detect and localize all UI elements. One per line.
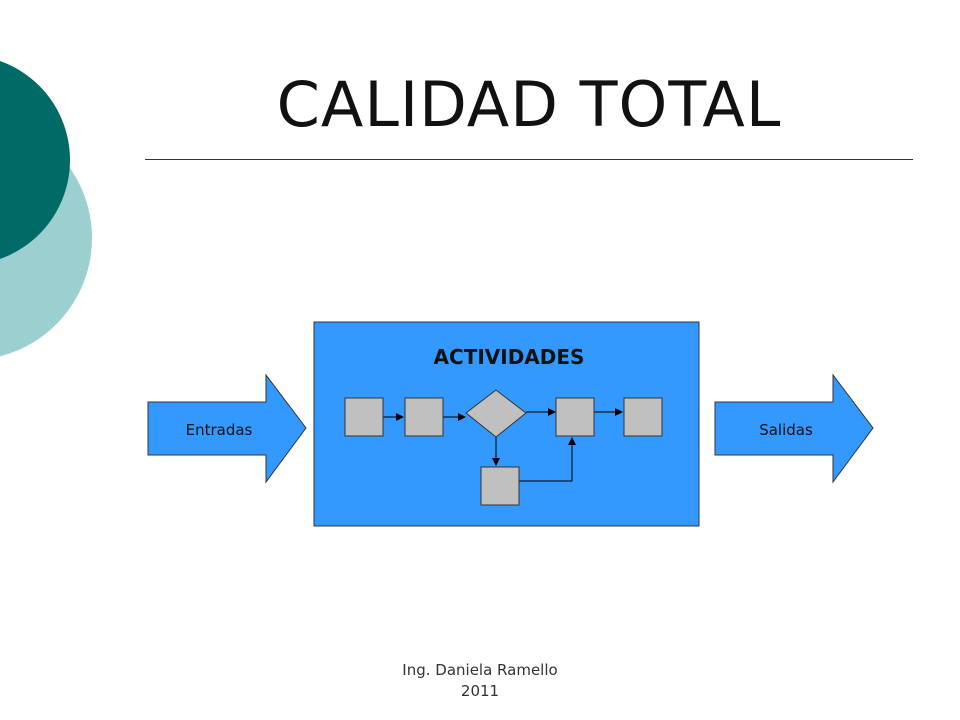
decision-diamond (465, 389, 527, 438)
footer: Ing. Daniela Ramello 2011 (330, 660, 630, 702)
slide-title: CALIDAD TOTAL (276, 68, 782, 141)
output-label: Salidas (759, 421, 813, 439)
activities-label: ACTIVIDADES (434, 345, 585, 369)
decorative-circles (0, 61, 92, 357)
step-box-2 (404, 397, 444, 437)
output-arrow (714, 373, 874, 484)
footer-year: 2011 (460, 682, 500, 700)
title-divider (145, 159, 913, 160)
connector-loop-back (519, 437, 576, 482)
step-box-5 (623, 397, 663, 437)
step-box-4 (555, 397, 595, 437)
dark-teal-circle (0, 61, 70, 259)
step-box-branch (480, 466, 520, 506)
footer-author: Ing. Daniela Ramello (402, 661, 558, 679)
step-box-1 (344, 397, 384, 437)
input-label: Entradas (186, 421, 253, 439)
input-arrow (147, 373, 307, 484)
